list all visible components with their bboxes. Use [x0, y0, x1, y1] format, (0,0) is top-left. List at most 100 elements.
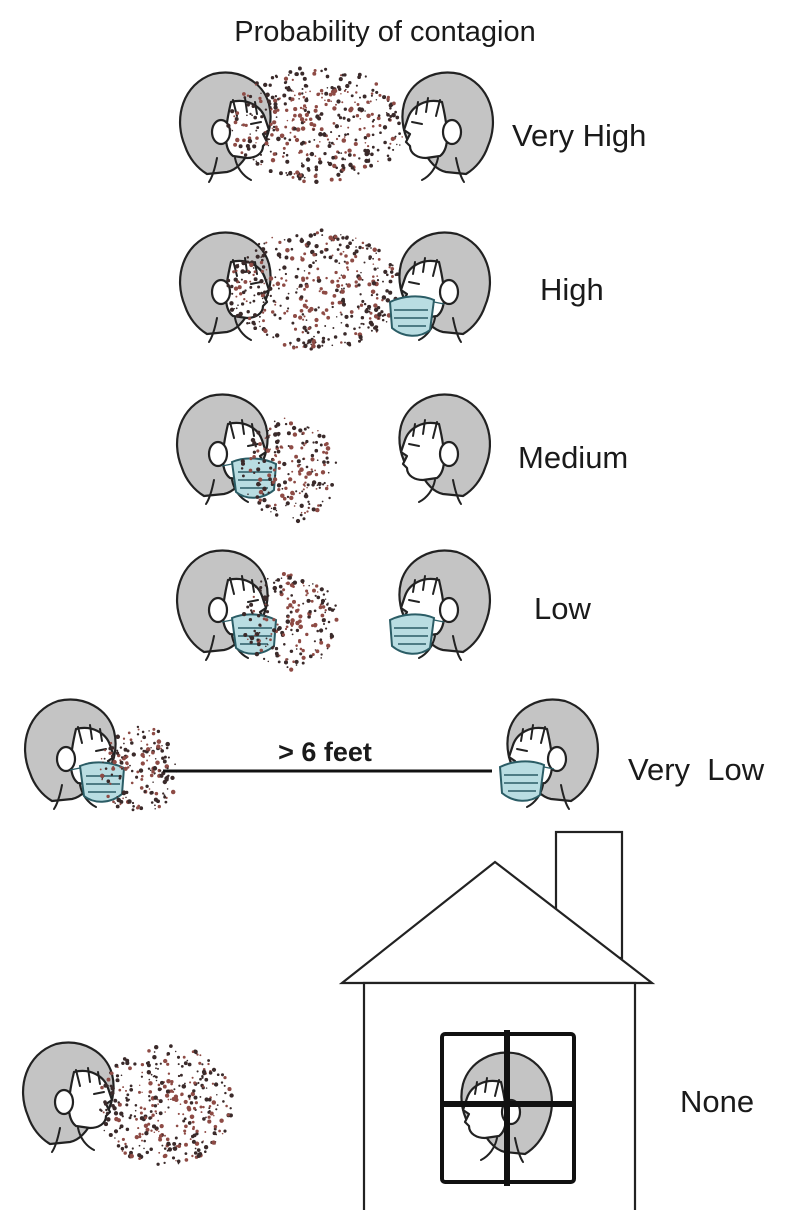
- droplet: [252, 158, 255, 161]
- droplet: [303, 176, 306, 179]
- droplet: [295, 620, 300, 626]
- droplet: [193, 1151, 198, 1155]
- droplet: [277, 466, 281, 470]
- droplet: [231, 292, 234, 295]
- droplet: [255, 142, 257, 144]
- droplet: [226, 123, 231, 128]
- droplet: [167, 1106, 170, 1109]
- droplet: [167, 1098, 170, 1101]
- droplet: [305, 276, 309, 280]
- droplet: [188, 1097, 191, 1100]
- house: [338, 830, 656, 1210]
- droplet: [371, 133, 375, 137]
- droplet: [325, 248, 329, 252]
- droplet: [266, 99, 271, 104]
- droplet: [118, 1127, 122, 1130]
- droplet: [285, 171, 288, 174]
- droplet: [292, 346, 296, 350]
- droplet: [368, 255, 372, 259]
- droplet: [267, 429, 270, 432]
- droplet: [243, 632, 248, 638]
- droplet: [319, 504, 322, 507]
- droplet: [249, 102, 252, 105]
- droplet: [191, 1139, 196, 1144]
- distance-label: > 6 feet: [278, 737, 372, 767]
- droplet: [347, 126, 350, 129]
- droplet: [314, 323, 318, 328]
- droplet: [321, 500, 324, 503]
- droplet: [106, 1117, 111, 1122]
- droplet: [358, 339, 361, 343]
- droplet: [122, 737, 126, 740]
- droplet: [339, 301, 343, 305]
- droplet: [159, 1062, 162, 1065]
- droplet: [266, 577, 269, 580]
- droplet: [155, 760, 160, 765]
- droplet: [319, 112, 324, 116]
- droplet: [269, 448, 272, 450]
- droplet: [158, 1137, 163, 1142]
- droplet: [303, 120, 306, 124]
- droplet: [263, 596, 269, 602]
- droplet: [387, 118, 391, 121]
- droplet: [318, 605, 323, 610]
- droplet: [330, 240, 333, 242]
- droplet: [276, 483, 282, 488]
- droplet: [138, 1084, 141, 1087]
- droplet: [366, 133, 371, 138]
- droplet: [335, 137, 339, 141]
- droplet: [379, 131, 382, 135]
- droplet: [110, 751, 113, 755]
- droplet: [265, 610, 270, 614]
- droplet: [361, 278, 364, 281]
- droplet: [110, 746, 115, 750]
- droplet: [348, 162, 353, 168]
- droplet: [177, 1112, 180, 1115]
- droplet: [299, 117, 305, 122]
- droplet: [263, 308, 267, 312]
- droplet: [373, 267, 377, 271]
- droplet: [259, 586, 263, 590]
- droplet: [346, 268, 350, 271]
- droplet: [375, 90, 379, 94]
- droplet: [155, 1129, 158, 1132]
- droplet: [312, 128, 315, 131]
- droplet: [241, 290, 246, 295]
- droplet: [264, 583, 268, 587]
- droplet: [373, 307, 379, 312]
- droplet: [290, 628, 293, 632]
- droplet: [365, 247, 369, 250]
- droplet: [141, 1091, 143, 1094]
- droplet: [257, 461, 260, 465]
- droplet: [382, 125, 388, 130]
- droplet: [225, 1104, 228, 1108]
- droplet: [124, 1145, 128, 1149]
- droplet: [166, 1141, 171, 1146]
- droplet: [380, 310, 384, 314]
- droplet: [340, 274, 343, 276]
- droplet: [115, 734, 121, 740]
- droplet: [207, 1119, 212, 1124]
- droplet: [148, 1116, 152, 1120]
- droplet: [219, 1118, 224, 1123]
- droplet: [289, 649, 294, 654]
- droplet: [153, 1044, 159, 1050]
- droplet: [190, 1134, 195, 1139]
- droplet: [196, 1148, 201, 1152]
- droplet: [392, 101, 396, 106]
- droplet: [259, 260, 264, 265]
- droplet: [330, 131, 333, 134]
- droplet: [193, 1095, 198, 1100]
- droplet: [265, 92, 270, 98]
- droplet: [340, 321, 343, 324]
- droplet: [274, 453, 277, 457]
- droplet: [145, 1127, 150, 1132]
- droplet: [259, 279, 264, 284]
- droplet: [211, 1067, 217, 1072]
- droplet: [328, 235, 333, 241]
- droplet: [395, 115, 400, 120]
- droplet: [370, 293, 374, 297]
- droplet: [300, 126, 306, 131]
- droplet: [327, 338, 330, 341]
- droplet: [239, 292, 243, 296]
